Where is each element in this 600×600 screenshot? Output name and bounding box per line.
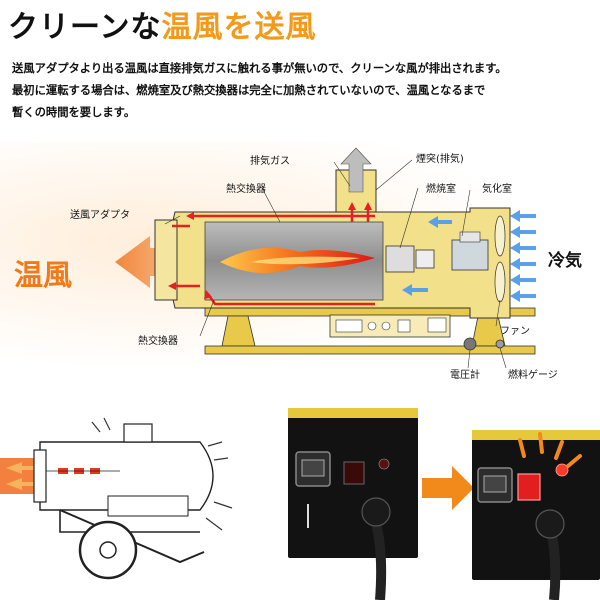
heater-cutaway-diagram <box>115 147 536 369</box>
cool-air-arrows <box>402 210 536 302</box>
power-switch-on <box>517 473 541 501</box>
label-combustion-chamber: 燃焼室 <box>426 184 456 195</box>
combustion-chamber <box>204 221 384 301</box>
label-air-adapter: 送風アダプタ <box>70 210 130 221</box>
description-line-1: 送風アダプタより出る温風は直接排気ガスに触れる事が無いので、クリーンな風が排出さ… <box>12 62 507 75</box>
label-cool-air: 冷気 <box>548 251 582 271</box>
label-heat-exchanger-bottom: 熱交換器 <box>138 336 178 347</box>
chimney <box>335 147 377 213</box>
description-line-2: 最初に運転する場合は、燃焼室及び熱交換器は完全に加熱されていないので、温風となる… <box>12 84 486 97</box>
on-indicator-rays <box>518 432 582 468</box>
label-leader-lines <box>164 159 507 369</box>
switch-panel-before <box>288 408 418 600</box>
label-exhaust-gas: 排気ガス <box>250 156 290 167</box>
power-switch-photos <box>288 408 600 600</box>
transition-arrow-icon <box>422 466 474 510</box>
burner-assembly <box>385 231 489 273</box>
voltmeter-gauge <box>463 337 477 351</box>
label-fuel-gauge: 燃料ゲージ <box>508 370 558 381</box>
page-title: クリーンな温風を送風 <box>8 2 317 46</box>
heater-sketch-illustration <box>0 417 233 580</box>
hot-air-flow-arrows <box>168 202 375 306</box>
fuel-gauge-dial <box>495 339 505 349</box>
label-vaporizer: 気化室 <box>482 184 512 195</box>
label-warm-air: 温風 <box>14 258 73 292</box>
switch-panel-after <box>472 430 600 600</box>
title-part-black: クリーンな <box>8 10 162 45</box>
fan-blades <box>494 215 506 303</box>
title-part-orange: 温風を送風 <box>161 10 317 45</box>
label-chimney: 煙突(排気) <box>416 154 464 165</box>
label-heat-exchanger-top: 熱交換器 <box>226 184 266 195</box>
label-voltmeter: 電圧計 <box>450 370 480 381</box>
label-fan: ファン <box>500 326 530 337</box>
description-line-3: 暫くの時間を要します。 <box>12 106 136 119</box>
